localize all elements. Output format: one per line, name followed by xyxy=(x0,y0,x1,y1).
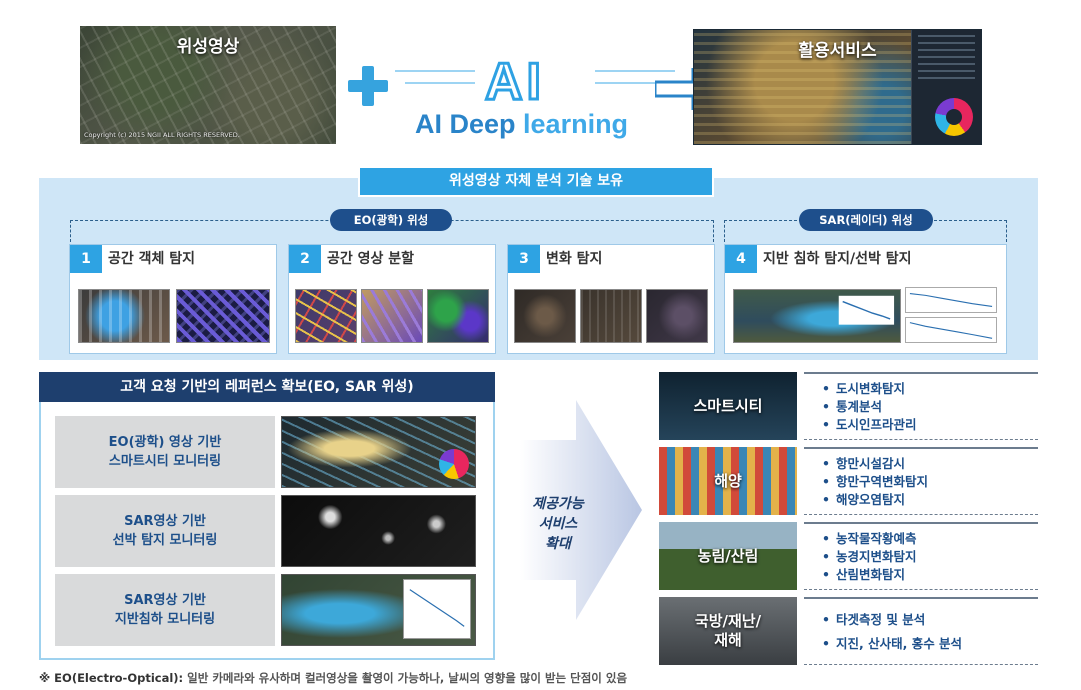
line-chart-thumbnail xyxy=(905,317,997,343)
thumbnail-image xyxy=(361,289,423,343)
expand-line2: 서비스 xyxy=(538,516,578,532)
eo-group-label: EO(광학) 위성 xyxy=(330,209,452,231)
thumbnail-image xyxy=(427,289,489,343)
circuit-line xyxy=(595,70,675,72)
footnote-prefix: ※ EO(Electro-Optical): xyxy=(39,671,184,685)
reference-line2: 선박 탐지 모니터링 xyxy=(112,533,218,548)
satellite-copyright: Copyright (c) 2015 NGII ALL RIGHTS RESER… xyxy=(84,131,240,139)
card-title: 변화 탐지 xyxy=(546,251,603,267)
service-item: 농작물작황예측 xyxy=(822,530,1038,548)
card-title: 공간 객체 탐지 xyxy=(108,251,196,267)
plus-icon xyxy=(348,66,388,106)
satellite-image-label: 위성영상 xyxy=(176,37,240,57)
card-title: 공간 영상 분할 xyxy=(327,251,415,267)
expand-line1: 제공가능 xyxy=(532,496,584,512)
service-list-defense-disaster: 타겟측정 및 분석 지진, 산사태, 홍수 분석 xyxy=(804,597,1038,665)
card-number: 4 xyxy=(725,245,757,273)
service-item: 해양오염탐지 xyxy=(822,491,1038,509)
reference-line2: 스마트시티 모니터링 xyxy=(108,454,222,469)
expand-line3: 확대 xyxy=(545,536,571,552)
service-tile-smartcity: 스마트시티 xyxy=(659,372,797,440)
service-item: 농경지변화탐지 xyxy=(822,548,1038,566)
card-title: 지반 침하 탐지/선박 탐지 xyxy=(763,251,912,267)
service-item: 도시변화탐지 xyxy=(822,380,1038,398)
reference-item-eo-smartcity: EO(광학) 영상 기반 스마트시티 모니터링 xyxy=(55,416,275,488)
service-list-smartcity: 도시변화탐지 통계분석 도시인프라관리 xyxy=(804,372,1038,440)
reference-item-sar-subsidence: SAR영상 기반 지반침하 모니터링 xyxy=(55,574,275,646)
service-tile-agriculture-forest: 농림/산림 xyxy=(659,522,797,590)
circuit-line xyxy=(395,70,475,72)
reference-line1: SAR영상 기반 xyxy=(124,593,206,608)
satellite-image: 위성영상 Copyright (c) 2015 NGII ALL RIGHTS … xyxy=(80,26,336,144)
card-number: 1 xyxy=(70,245,102,273)
ai-text: AI xyxy=(484,52,545,113)
tech-card-subsidence-ship: 4 지반 침하 탐지/선박 탐지 xyxy=(724,244,1007,354)
service-list-ocean: 항만시설감시 항만구역변화탐지 해양오염탐지 xyxy=(804,447,1038,515)
donut-chart-icon xyxy=(439,449,469,479)
service-name: 농림/산림 xyxy=(697,546,759,565)
ai-deep-learning-logo: AI AI Deep learning xyxy=(395,52,705,142)
footnote-text: 일반 카메라와 유사하며 컬러영상을 촬영이 가능하나, 날씨의 영향을 많이 … xyxy=(183,671,628,685)
service-item: 타겟측정 및 분석 xyxy=(822,611,1038,629)
ai-subtitle-light: learning xyxy=(523,109,629,139)
thumbnail-image xyxy=(514,289,576,343)
thumbnail-image xyxy=(733,289,901,343)
service-name: 스마트시티 xyxy=(693,396,763,415)
thumbnail-image xyxy=(176,289,270,343)
service-tile-ocean: 해양 xyxy=(659,447,797,515)
inset-chart-icon xyxy=(838,295,895,325)
footnote: ※ EO(Electro-Optical): 일반 카메라와 유사하며 컬러영상… xyxy=(39,670,627,686)
thumbnail-image xyxy=(295,289,357,343)
tech-card-change-detection: 3 변화 탐지 xyxy=(507,244,715,354)
service-image-label: 활용서비스 xyxy=(798,41,877,61)
circuit-line xyxy=(405,82,475,84)
expand-services-label: 제공가능 서비스 확대 xyxy=(522,494,594,554)
reference-line1: EO(광학) 영상 기반 xyxy=(108,435,222,450)
ai-subtitle: AI Deep learning xyxy=(415,109,628,140)
reference-image xyxy=(281,574,476,646)
card-number: 3 xyxy=(508,245,540,273)
reference-item-sar-ship: SAR영상 기반 선박 탐지 모니터링 xyxy=(55,495,275,567)
donut-chart-icon xyxy=(935,98,973,136)
tech-card-segmentation: 2 공간 영상 분할 xyxy=(288,244,496,354)
service-name-line1: 국방/재난/ xyxy=(694,612,762,630)
circuit-line xyxy=(595,82,655,84)
reference-line1: SAR영상 기반 xyxy=(124,514,206,529)
service-dashboard-panel xyxy=(911,30,981,144)
expand-arrow-icon xyxy=(520,400,642,620)
service-image: 활용서비스 xyxy=(693,29,982,145)
reference-image xyxy=(281,416,476,488)
service-item: 지진, 산사태, 홍수 분석 xyxy=(822,635,1038,653)
line-chart-thumbnail xyxy=(403,579,471,639)
service-item: 통계분석 xyxy=(822,398,1038,416)
service-item: 항만구역변화탐지 xyxy=(822,473,1038,491)
service-name: 해양 xyxy=(714,471,742,490)
reference-image xyxy=(281,495,476,567)
thumbnail-image xyxy=(646,289,708,343)
card-number: 2 xyxy=(289,245,321,273)
thumbnail-image xyxy=(78,289,170,343)
reference-line2: 지반침하 모니터링 xyxy=(114,612,216,627)
line-chart-thumbnail xyxy=(905,287,997,313)
service-name-line2: 재해 xyxy=(714,631,742,649)
thumbnail-image xyxy=(580,289,642,343)
tech-card-object-detection: 1 공간 객체 탐지 xyxy=(69,244,277,354)
reference-header: 고객 요청 기반의 레퍼런스 확보(EO, SAR 위성) xyxy=(39,372,495,402)
service-item: 산림변화탐지 xyxy=(822,566,1038,584)
service-item: 항만시설감시 xyxy=(822,455,1038,473)
ai-subtitle-dark: AI Deep xyxy=(415,109,524,139)
service-item: 도시인프라관리 xyxy=(822,416,1038,434)
analysis-tech-header: 위성영상 자체 분석 기술 보유 xyxy=(358,166,714,197)
service-tile-defense-disaster: 국방/재난/ 재해 xyxy=(659,597,797,665)
sar-group-label: SAR(레이더) 위성 xyxy=(799,209,933,231)
service-list-agriculture-forest: 농작물작황예측 농경지변화탐지 산림변화탐지 xyxy=(804,522,1038,590)
